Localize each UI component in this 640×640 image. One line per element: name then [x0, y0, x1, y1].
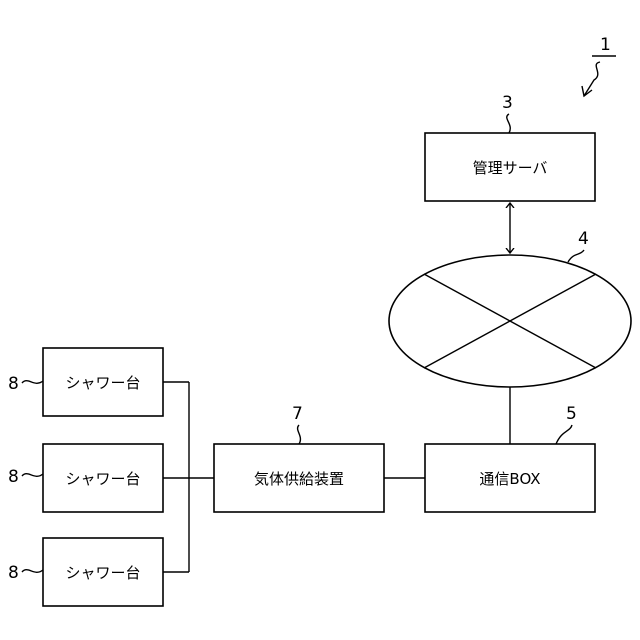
shower-stand-1: シャワー台 8 — [8, 348, 163, 416]
shower-stand-1-label: シャワー台 — [65, 374, 140, 392]
shower-stand-3-ref: 8 — [8, 563, 19, 583]
management-server-ref: 3 — [502, 93, 513, 113]
management-server-label: 管理サーバ — [473, 159, 548, 177]
gas-supply-ref: 7 — [292, 404, 303, 424]
network-leader — [568, 250, 584, 262]
comm-box-ref: 5 — [566, 404, 577, 424]
system-ref-number: 1 — [600, 35, 611, 55]
shower-stand-1-leader — [22, 381, 43, 384]
shower-stand-2-label: シャワー台 — [65, 470, 140, 488]
comm-box-leader — [556, 425, 572, 444]
shower-stand-2: シャワー台 8 — [8, 444, 163, 512]
shower-stand-3-label: シャワー台 — [65, 564, 140, 582]
shower-stand-2-leader — [22, 474, 43, 477]
comm-box-label: 通信BOX — [479, 470, 540, 488]
shower-stand-2-ref: 8 — [8, 467, 19, 487]
shower-bus — [163, 382, 214, 572]
shower-stand-3: シャワー台 8 — [8, 538, 163, 606]
shower-stand-1-ref: 8 — [8, 374, 19, 394]
management-server-leader — [507, 114, 511, 133]
gas-supply-label: 気体供給装置 — [254, 470, 344, 488]
shower-stand-3-leader — [22, 570, 43, 573]
system-reference: 1 — [582, 35, 616, 96]
gas-supply-device: 気体供給装置 7 — [214, 404, 384, 512]
management-server: 管理サーバ 3 — [425, 93, 595, 201]
gas-supply-leader — [298, 425, 301, 444]
network-ref: 4 — [578, 229, 589, 249]
system-ref-arrow — [584, 62, 600, 96]
